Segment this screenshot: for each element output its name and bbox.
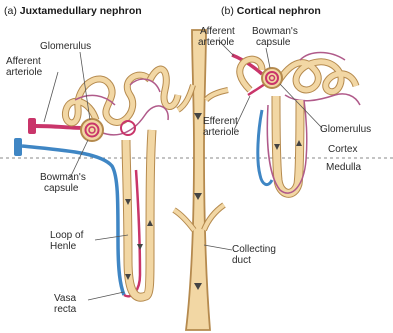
label-bowmans-b-line2: capsule <box>256 37 290 48</box>
label-afferent-b-line2: arteriole <box>198 37 234 48</box>
venule-stub-a <box>14 138 22 156</box>
juxtamedullary-nephron <box>14 69 178 297</box>
label-efferent-line2: arteriole <box>203 127 239 138</box>
label-afferent-a-line1: Afferent <box>6 56 41 67</box>
vein-b <box>258 110 272 185</box>
panel-b-header: (b) Cortical nephron <box>221 5 321 17</box>
label-medulla: Medulla <box>326 162 361 173</box>
label-afferent-b-line1: Afferent <box>200 26 235 37</box>
panel-b-letter: (b) <box>221 5 234 17</box>
vasa-recta-vein <box>22 146 124 295</box>
label-efferent-line1: Efferent <box>203 116 238 127</box>
panel-a-letter: (a) <box>4 5 17 17</box>
afferent-arteriole-a <box>36 126 86 128</box>
label-collecting-line1: Collecting <box>232 244 276 255</box>
panel-b-title: Cortical nephron <box>237 5 321 17</box>
bowmans-capsule-a <box>81 119 103 141</box>
panel-a-header: (a) Juxtamedullary nephron <box>4 5 142 17</box>
label-vasa-line2: recta <box>54 304 76 315</box>
label-cortex: Cortex <box>328 144 357 155</box>
label-collecting-line2: duct <box>232 255 251 266</box>
label-vasa-line1: Vasa <box>54 293 76 304</box>
label-loop-line2: Henle <box>50 241 76 252</box>
label-glomerulus-b: Glomerulus <box>320 124 371 135</box>
collecting-duct <box>174 30 228 330</box>
label-bowmans-a-line2: capsule <box>44 183 78 194</box>
label-glomerulus-a: Glomerulus <box>40 41 91 52</box>
label-afferent-a-line2: arteriole <box>6 67 42 78</box>
afferent-arteriole-stub-a <box>28 118 36 134</box>
label-loop-line1: Loop of <box>50 230 83 241</box>
panel-a-title: Juxtamedullary nephron <box>20 5 142 17</box>
label-bowmans-b-line1: Bowman's <box>252 26 298 37</box>
label-bowmans-a-line1: Bowman's <box>40 172 86 183</box>
